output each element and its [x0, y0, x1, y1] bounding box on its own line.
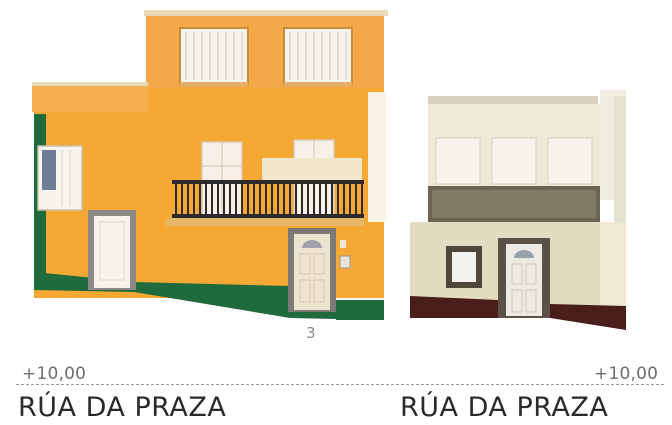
- orange-house-upper-roof: [144, 10, 388, 16]
- orange-house-side-strip: [368, 92, 386, 222]
- white-house-window-3: [547, 137, 593, 185]
- white-house-window-1: [435, 137, 481, 185]
- orange-house-cornice: [32, 82, 148, 112]
- white-house-roof: [428, 96, 598, 104]
- street-name-right: RÚA DA PRAZA: [400, 392, 609, 423]
- house-number: 3: [306, 324, 316, 342]
- upper-window-right: [283, 27, 353, 86]
- wall-plaque: [339, 255, 351, 269]
- orange-house-side-door: [88, 210, 136, 290]
- elevation-label-right: +10,00: [594, 364, 659, 384]
- white-house-plinth: [410, 296, 498, 318]
- elevation-label-left: +10,00: [22, 364, 87, 384]
- ground-reference-line: [16, 384, 664, 385]
- upper-window-left: [179, 27, 249, 86]
- white-house-window-2: [491, 137, 537, 185]
- orange-house: [32, 10, 388, 320]
- balcony-railing: [166, 180, 364, 226]
- orange-house-side-window: [37, 145, 83, 211]
- white-house-door: [498, 238, 550, 318]
- white-house: [410, 90, 626, 330]
- orange-house-main-door: [288, 228, 336, 312]
- street-name-left: RÚA DA PRAZA: [18, 392, 227, 423]
- white-house-lower-window: [446, 246, 482, 288]
